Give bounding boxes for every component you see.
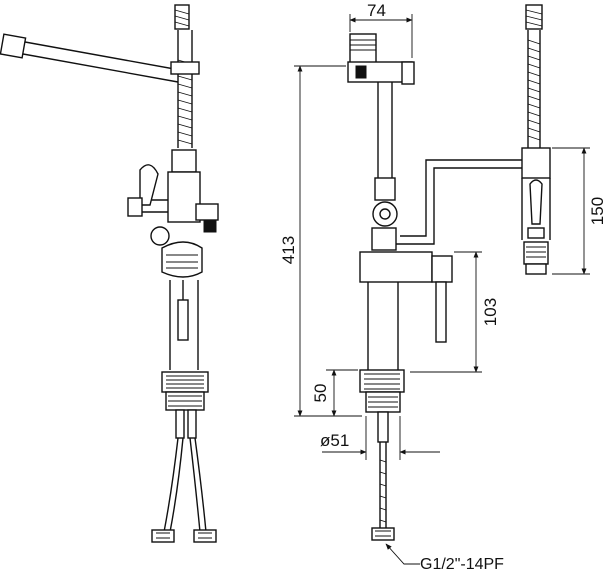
dimension-base-height-label: 50 (311, 384, 330, 403)
thread-callout-label: G1/2"-14PF (420, 556, 504, 573)
thread-callout: G1/2"-14PF (385, 543, 504, 573)
front-body (359, 227, 453, 370)
dimension-spray-height: 150 (552, 147, 607, 275)
dimension-head-width: 74 (349, 1, 413, 58)
sprayer-body (521, 147, 551, 275)
dimension-spout-height: 103 (410, 251, 500, 373)
side-sprayer-head (161, 241, 203, 278)
front-swivel (372, 177, 398, 227)
side-base (161, 371, 209, 411)
side-supply-hoses (151, 409, 217, 543)
dimension-total-height: 413 (279, 65, 360, 417)
front-arm (392, 159, 525, 245)
side-top-connector (174, 4, 190, 30)
front-view (347, 33, 525, 541)
dimension-total-height-label: 413 (279, 236, 298, 264)
side-view (0, 4, 219, 543)
dimension-spray-height-label: 150 (588, 197, 607, 225)
front-base (359, 369, 405, 413)
front-supply (371, 411, 395, 541)
front-head (347, 33, 415, 85)
dimension-base-diameter-label: ø51 (320, 431, 349, 450)
side-spout-arm (0, 33, 181, 83)
side-upper-block (127, 149, 219, 246)
dimension-spout-height-label: 103 (481, 298, 500, 326)
side-column (169, 280, 199, 370)
front-tube (377, 82, 393, 178)
dimension-head-width-label: 74 (367, 1, 386, 20)
sprayer-view (521, 4, 551, 275)
sprayer-top-connector (525, 4, 543, 30)
side-spring-hose (170, 30, 200, 148)
dimension-base-height: 50 (311, 369, 362, 417)
dimension-base-diameter: ø51 (320, 416, 440, 460)
sprayer-hose (527, 30, 541, 148)
